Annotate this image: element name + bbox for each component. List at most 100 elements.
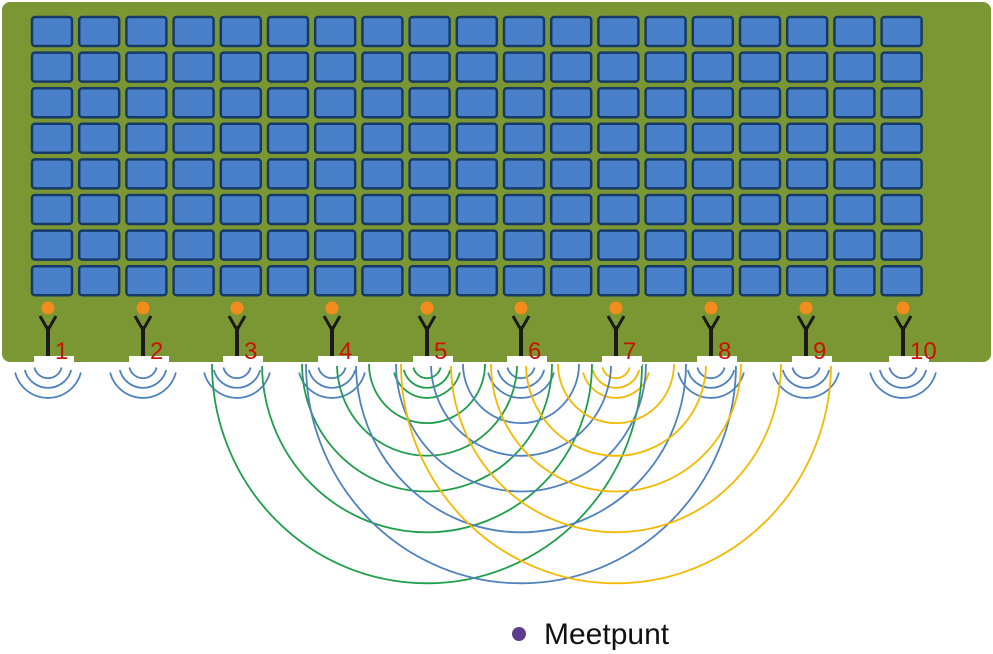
sensor-cell	[785, 122, 829, 155]
sensor-cell	[219, 86, 263, 119]
sensor-cell	[313, 158, 357, 190]
sensor-cell	[361, 158, 404, 190]
antenna: 5	[413, 301, 453, 366]
sensor-cell	[172, 15, 215, 48]
wave-arc	[402, 369, 452, 389]
sensor-cell	[361, 51, 404, 83]
sensor-cell	[691, 122, 735, 155]
sensor-cell	[408, 229, 451, 261]
sensor-cell	[172, 264, 215, 297]
sensor-cell	[219, 264, 263, 297]
sensor-cell	[266, 51, 310, 83]
sensor-cell	[172, 193, 215, 226]
wave-arc	[301, 363, 553, 493]
wave-arc	[772, 372, 840, 399]
wave-arc	[211, 363, 643, 585]
sensor-cell	[502, 229, 546, 261]
sensor-cell	[30, 86, 74, 119]
sensor-cell	[455, 229, 499, 261]
sensor-cell	[738, 264, 782, 297]
sensor-cell	[502, 264, 546, 297]
sensor-cell	[361, 122, 404, 155]
wave-arc	[400, 363, 832, 585]
antenna-fork	[893, 315, 913, 334]
sensor-cell	[219, 229, 263, 261]
antenna: 3	[223, 301, 263, 366]
antenna-base	[223, 356, 263, 366]
sensor-cell	[785, 229, 829, 261]
sensor-cell	[455, 193, 499, 226]
wave-arc	[686, 369, 736, 389]
antenna-base	[318, 356, 358, 366]
sensor-cell	[125, 122, 168, 155]
sensor-cell	[738, 229, 782, 261]
sensor-cell	[833, 122, 876, 155]
sensor-cell	[597, 193, 640, 226]
sensor-cell	[691, 193, 735, 226]
wave-arc	[450, 363, 782, 534]
sensor-cell	[313, 229, 357, 261]
antenna-fork	[511, 315, 531, 334]
sensor-cell	[125, 15, 168, 48]
sensor-cell	[455, 264, 499, 297]
sensor-cell	[785, 86, 829, 119]
sensor-cell	[408, 158, 451, 190]
antenna-label: 4	[339, 338, 352, 365]
wave-arc	[118, 369, 168, 389]
sensor-cell	[408, 122, 451, 155]
antenna-base	[413, 356, 453, 366]
wave-arc	[525, 363, 707, 457]
sensor-cell	[219, 15, 263, 48]
sensor-cell	[266, 229, 310, 261]
sensor-cell	[833, 158, 876, 190]
sensor-cell	[30, 264, 74, 297]
sensor-cell	[597, 15, 640, 48]
sensor-cell	[785, 193, 829, 226]
sensor-cell	[77, 193, 121, 226]
sensor-cell	[125, 51, 168, 83]
wave-arc	[393, 372, 461, 399]
antenna-tip-icon	[325, 301, 339, 315]
sensor-cell	[219, 158, 263, 190]
sensor-cell	[172, 122, 215, 155]
sensor-cell	[313, 15, 357, 48]
wave-arc	[869, 372, 937, 399]
wave-arc	[430, 363, 612, 457]
wave-arc	[222, 367, 252, 380]
wave-arc	[33, 367, 63, 380]
sensor-cell	[266, 122, 310, 155]
sensor-cell	[172, 86, 215, 119]
sensor-cell	[77, 158, 121, 190]
sensor-cell	[219, 122, 263, 155]
sensor-cell	[455, 51, 499, 83]
wave-arc	[307, 369, 357, 389]
sensor-cell	[455, 86, 499, 119]
antenna-tip-icon	[609, 301, 623, 315]
wave-arc	[395, 363, 647, 493]
antenna-fork	[417, 315, 437, 334]
sensor-cell	[455, 122, 499, 155]
antenna-label: 9	[813, 338, 826, 365]
sensor-cell	[691, 86, 735, 119]
wave-arc	[261, 363, 593, 534]
wave-arc	[412, 367, 442, 380]
sensor-cell	[785, 264, 829, 297]
sensor-cell	[313, 264, 357, 297]
antenna-label: 5	[434, 338, 447, 365]
antenna-base	[129, 356, 169, 366]
sensor-cell	[266, 264, 310, 297]
sensor-cell	[785, 51, 829, 83]
sensor-cell	[597, 51, 640, 83]
sensor-cell	[691, 51, 735, 83]
sensor-cell	[880, 229, 923, 261]
sensor-cell	[361, 193, 404, 226]
sensor-cell	[502, 193, 546, 226]
sensor-cell	[408, 51, 451, 83]
sensor-cell	[644, 122, 687, 155]
sensor-cell	[30, 51, 74, 83]
sensor-cell	[455, 15, 499, 48]
wave-arc	[355, 363, 687, 534]
sensor-cell	[644, 229, 687, 261]
sensor-cell	[361, 229, 404, 261]
sensor-cell	[172, 158, 215, 190]
